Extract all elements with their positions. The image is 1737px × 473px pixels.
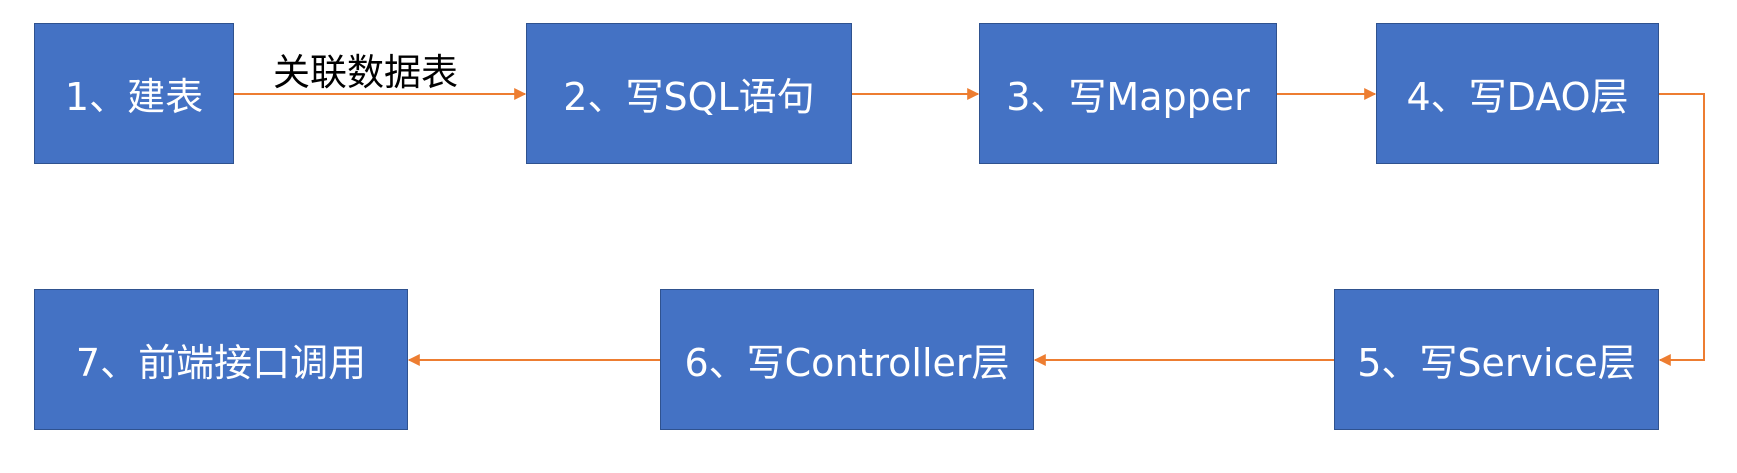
edge-4-5 [1658, 93, 1705, 366]
edge-label-1-2: 关联数据表 [273, 51, 458, 94]
step-1-create-table[interactable]: 1、建表 [34, 23, 234, 164]
step-7-frontend-api-call[interactable]: 7、前端接口调用 [34, 289, 408, 430]
step-5-write-service[interactable]: 5、写Service层 [1334, 289, 1659, 430]
step-3-write-mapper[interactable]: 3、写Mapper [979, 23, 1277, 164]
step-4-write-dao[interactable]: 4、写DAO层 [1376, 23, 1659, 164]
step-6-write-controller[interactable]: 6、写Controller层 [660, 289, 1034, 430]
step-2-write-sql[interactable]: 2、写SQL语句 [526, 23, 852, 164]
